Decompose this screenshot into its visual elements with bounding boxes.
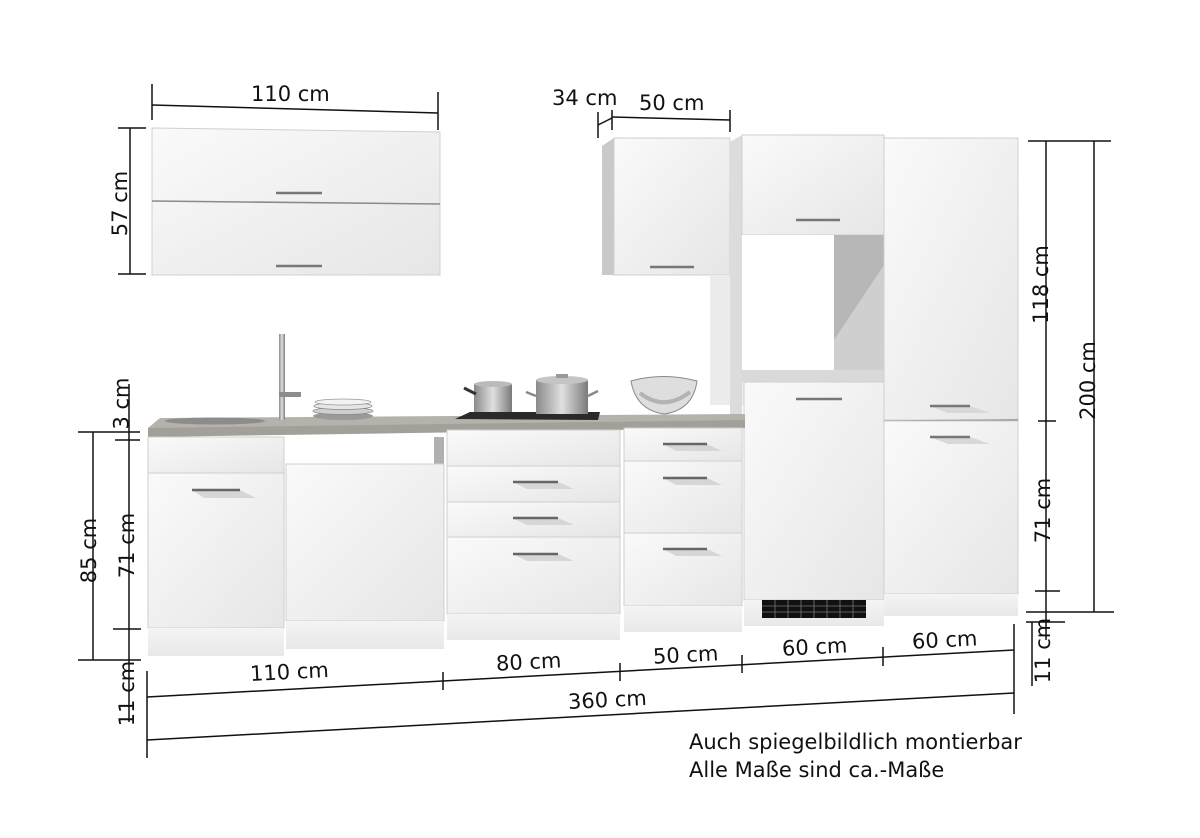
base-unit-sink — [147, 436, 285, 656]
sink-icon — [165, 417, 265, 425]
dim-segment-3: 50 cm — [652, 641, 719, 669]
base-unit-drawers-50 — [623, 427, 743, 632]
wall-unit-middle — [602, 137, 731, 276]
dim-base-total-height: 85 cm — [77, 517, 102, 584]
dim-segment-2: 80 cm — [495, 648, 562, 676]
dishwasher-front — [285, 437, 445, 649]
tall-oven-housing — [710, 134, 885, 626]
dim-segment-4: 60 cm — [781, 633, 848, 661]
note-approx-dimensions: Alle Maße sind ca.-Maße — [689, 758, 945, 783]
dim-segment-5: 60 cm — [911, 626, 978, 654]
dim-wall-left-height: 57 cm — [108, 170, 133, 237]
pot-small-icon — [463, 381, 512, 412]
dim-wall-left-width: 110 cm — [251, 82, 330, 106]
dim-worktop-thickness: 3 cm — [109, 377, 134, 430]
dim-segment-1: 110 cm — [249, 657, 330, 687]
worktop — [148, 412, 745, 437]
base-unit-drawers-80 — [446, 429, 621, 640]
dim-wall-mid-depth: 34 cm — [552, 86, 618, 110]
plates-icon — [312, 398, 374, 420]
dim-total-width: 360 cm — [567, 685, 648, 715]
notes: Auch spiegelbildlich montierbar Alle Maß… — [689, 728, 1022, 785]
dim-tall-total-height: 200 cm — [1075, 341, 1100, 420]
fruit-bowl-icon — [630, 376, 698, 415]
pot-large-icon — [525, 374, 599, 414]
ventilation-grille-icon — [762, 600, 866, 618]
dimension-lines — [78, 84, 1114, 758]
dim-wall-mid-width: 50 cm — [639, 91, 705, 115]
faucet-icon — [279, 334, 301, 420]
tall-fridge-unit — [883, 137, 1019, 616]
note-mirror-mountable: Auch spiegelbildlich montierbar — [689, 730, 1022, 754]
dim-tall-upper-height: 118 cm — [1028, 245, 1053, 324]
dim-plinth-right: 11 cm — [1031, 617, 1056, 684]
dim-base-body-height: 71 cm — [115, 512, 140, 579]
dim-tall-lower-height: 71 cm — [1031, 477, 1056, 544]
wall-unit-left — [151, 127, 441, 276]
dim-plinth-left: 11 cm — [115, 660, 140, 727]
